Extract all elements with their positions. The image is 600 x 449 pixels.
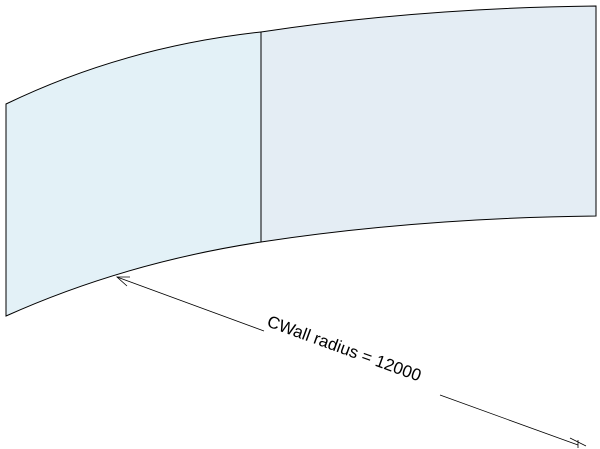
dimension-leader-line: [116, 276, 265, 332]
dimension-leader-line-lower: [439, 394, 579, 446]
dimension-end-tick: [569, 437, 587, 448]
curtain-panel-right[interactable]: [260, 5, 597, 243]
dimension-arrowhead: [115, 276, 130, 287]
dimension-label[interactable]: CWall radius = 12000: [265, 312, 424, 385]
radius-dimension[interactable]: CWall radius = 12000: [115, 276, 587, 448]
curtain-panel-left[interactable]: [5, 31, 262, 317]
